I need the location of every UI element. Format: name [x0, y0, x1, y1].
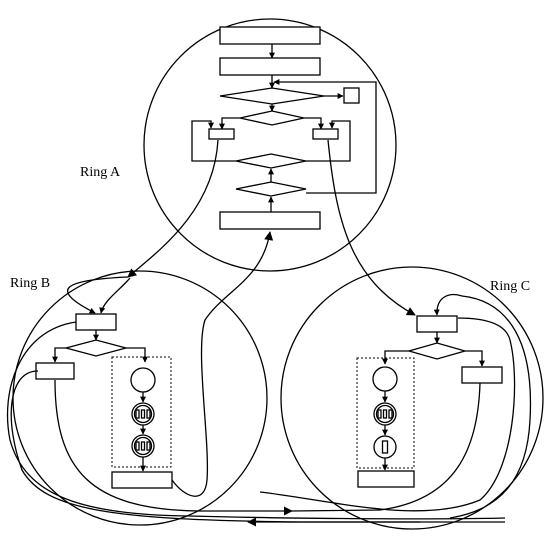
ring-a-left-box [208, 128, 235, 140]
ring-c-output-box [357, 470, 415, 488]
ring-c-branch-left [382, 350, 409, 365]
link-ring-b-top-loop [6, 321, 506, 520]
ring-b-label: Ring B [10, 276, 50, 291]
ring-a-decision-1 [219, 87, 325, 105]
link-ring-c-entry [433, 293, 463, 316]
ring-a-branch-right [304, 117, 324, 130]
ring-c-branch-right [465, 350, 485, 367]
ring-b-branch-left [52, 347, 66, 363]
link-ring-b-outer-loop [10, 370, 505, 523]
ring-b-input-box [75, 313, 117, 331]
ring-a-end-box [219, 211, 321, 230]
ring-b-flowchart [35, 313, 173, 489]
ring-b-state-circle [130, 367, 156, 393]
ring-c-label: Ring C [490, 279, 530, 294]
link-ring-b-to-ring-c-bottom [54, 379, 293, 516]
ring-c-input-box [416, 315, 458, 333]
ring-a-decision-3 [235, 153, 307, 169]
ring-a-right-loop [306, 120, 351, 162]
ring-c-circle [280, 266, 544, 530]
ring-a-decision-4 [235, 181, 307, 197]
ring-c-single-bar-icon [373, 435, 397, 459]
link-ring-b-entry-right [99, 277, 131, 314]
ring-b-side-box [35, 362, 75, 380]
link-ring-b-to-ring-a [171, 231, 274, 497]
ring-c-decision [406, 342, 468, 360]
ring-a-outer-loop [273, 79, 377, 194]
link-ring-c-entry-curve [449, 295, 532, 519]
ring-c-triple-bar-icon [373, 402, 397, 426]
link-ring-c-loop [259, 317, 516, 512]
ring-b-output-box [111, 471, 173, 489]
ring-b-process-group [111, 356, 172, 468]
ring-a-circle [143, 18, 397, 272]
ring-c-process-group [356, 357, 415, 469]
link-ring-c-to-ring-b-bottom [248, 382, 481, 522]
ring-c-state-circle [372, 366, 398, 392]
ring-b-triple-bar-icon [131, 434, 155, 458]
ring-a-left-loop [191, 120, 236, 162]
ring-a-right-box [312, 128, 339, 140]
ring-a-label: Ring A [80, 165, 121, 180]
ring-a-decision-2 [239, 110, 305, 126]
ring-c-flowchart [356, 315, 503, 488]
ring-a-small-box [343, 87, 360, 104]
ring-a-branch-left [219, 117, 240, 130]
ring-a-start-box [219, 26, 321, 45]
ring-a-process-box [219, 57, 321, 76]
ring-a-flowchart [191, 26, 377, 230]
ring-b-triple-bar-icon [131, 402, 155, 426]
ring-b-decision [63, 339, 129, 357]
link-ring-a-to-ring-b [127, 139, 219, 278]
ring-b-branch-right [126, 347, 148, 363]
link-ring-a-to-ring-c [327, 139, 416, 316]
link-ring-b-entry-left [66, 276, 129, 314]
ring-c-side-box [461, 366, 503, 384]
